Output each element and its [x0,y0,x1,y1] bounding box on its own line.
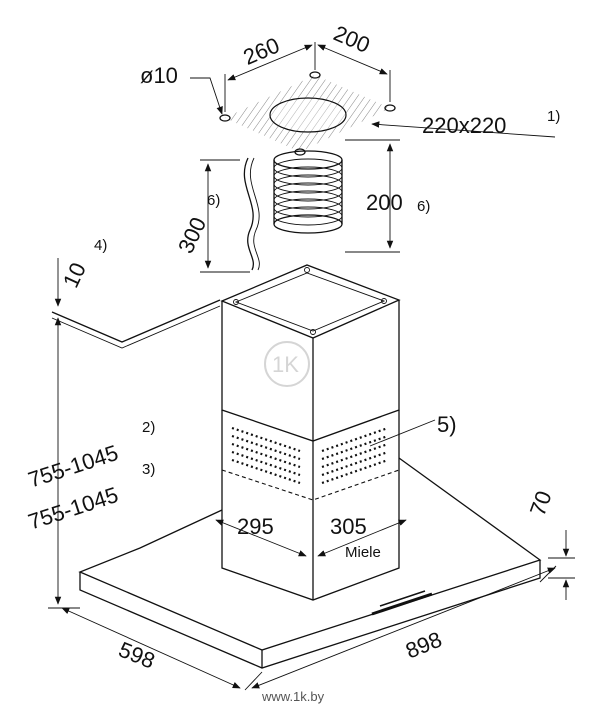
canopy-depth-line [61,607,241,689]
power-cable-outline [249,157,260,271]
canopy-depth-label: 598 [115,637,158,674]
chimney-width-label: 295 [237,514,274,539]
mounting-hole [384,104,396,112]
canopy-width-label: 898 [402,627,445,664]
canopy [78,457,542,669]
chimney-upper [220,264,401,442]
cable-height-dimension [200,159,250,273]
ceiling-offset-label: 10 [58,259,91,292]
height-range-a-note: 2) [142,419,155,436]
chimney-width-line [215,519,307,557]
hole-diameter-label: ø10 [140,63,178,88]
power-cable [243,157,254,271]
flexible-duct [273,150,343,234]
chimney-ref-label: 5) [437,412,457,437]
duct-size-leader-line [371,121,556,138]
duct-size-label: 220x220 [422,113,506,138]
ceiling-plate [225,75,390,152]
cable-height-note: 6) [207,192,220,209]
dimension-200-label: 200 [330,20,374,57]
ceiling-line [51,299,221,343]
control-strip [371,592,433,616]
duct-height-label: 200 [366,190,403,215]
svg-text:1K: 1K [272,352,299,377]
canopy-width-line [251,567,556,689]
canopy-height-dimension [548,530,575,600]
mounting-hole [219,114,231,122]
hole-leader-line [190,77,223,115]
brand-mark: Miele [345,544,381,561]
dimension-260-line [227,44,313,81]
dimension-200-line [317,44,388,75]
cable-height-label: 300 [173,213,211,257]
canopy-height-label: 70 [525,488,557,520]
duct-size-note: 1) [547,108,560,125]
chimney-ref-leader [369,419,436,447]
duct-height-note: 6) [417,198,430,215]
ceiling-offset-note: 4) [94,237,107,254]
watermark-logo: 1K [264,341,310,387]
duct-height-dimension [345,139,400,253]
chimney-depth-label: 305 [330,514,367,539]
ceiling-offset-dimension [51,258,221,349]
top-dimensions [190,42,556,138]
chimney-lower [221,410,400,601]
ventilation-grille-right [321,426,389,485]
height-range-b-note: 3) [142,461,155,478]
ventilation-grille-left [231,426,301,485]
watermark-url: www.1k.by [261,689,325,704]
dimension-260-label: 260 [240,32,284,69]
chimney-depth-line [317,519,407,557]
